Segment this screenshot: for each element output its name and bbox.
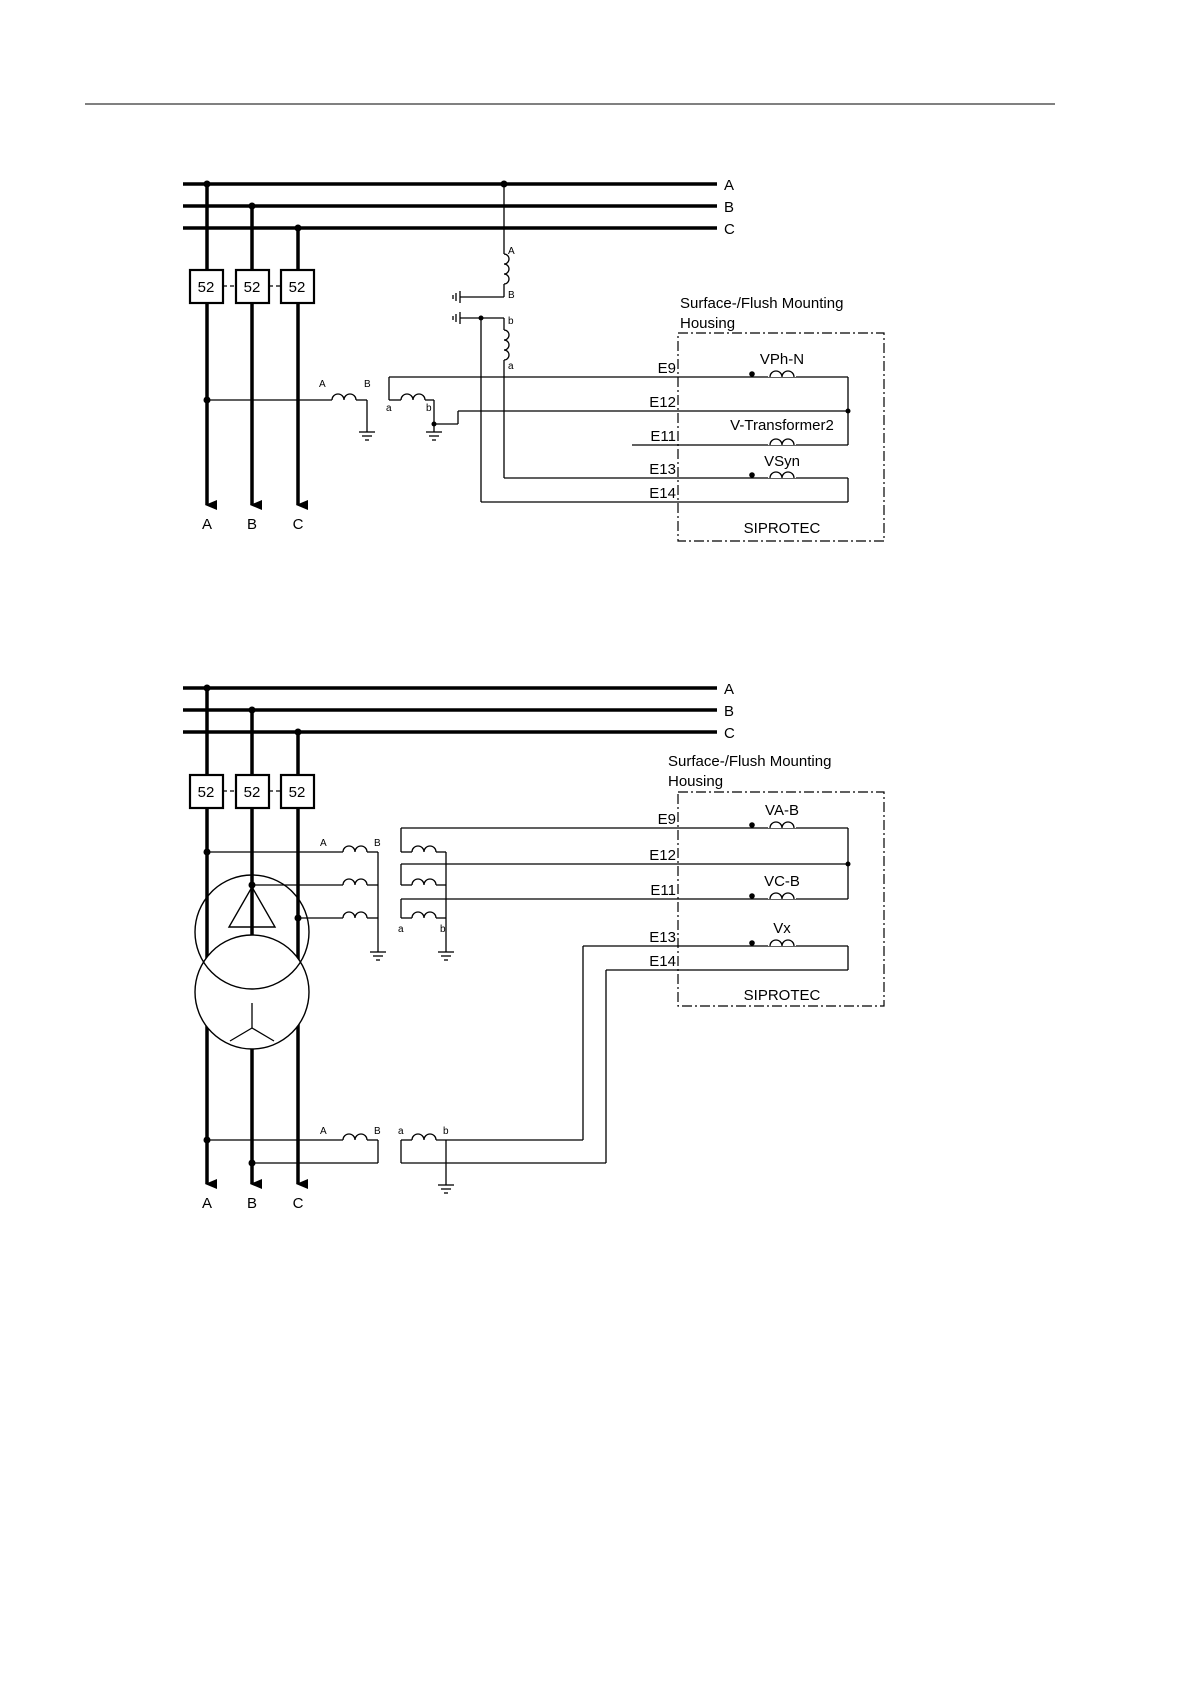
vt-terminal-label: b [508, 316, 514, 327]
vt-primary-coil [343, 1134, 367, 1140]
vt-terminal-label: a [398, 1126, 404, 1137]
vt-terminal-label: A [320, 838, 327, 849]
polarity-dot [749, 940, 755, 946]
bus-label-b: B [724, 703, 734, 720]
device-label: SIPROTEC [744, 520, 821, 537]
housing-label: Surface-/Flush Mounting [680, 295, 843, 312]
polarity-dot [749, 822, 755, 828]
junction-dot [249, 707, 256, 714]
winding-label: VC-B [764, 873, 800, 890]
breaker-label: 52 [198, 784, 215, 801]
breaker-label: 52 [244, 279, 261, 296]
terminal-e9: E9 [658, 360, 676, 377]
junction-dot [204, 181, 211, 188]
terminal-e12: E12 [649, 394, 676, 411]
terminal-e11: E11 [650, 882, 676, 899]
breaker-label: 52 [244, 784, 261, 801]
junction-dot [249, 203, 256, 210]
feeder-label-b: B [247, 516, 257, 533]
feeder-label-b: B [247, 1195, 257, 1212]
polarity-dot [749, 893, 755, 899]
terminal-e14: E14 [649, 953, 676, 970]
housing-label: Surface-/Flush Mounting [668, 753, 831, 770]
vt-primary-coil [343, 912, 367, 918]
vt-terminal-label: B [374, 1126, 381, 1137]
diagram-2: A B C 52 52 52 [183, 681, 884, 1212]
feeder-label-c: C [293, 516, 304, 533]
vt-terminal-label: B [364, 379, 371, 390]
vt-secondary-coil [412, 1134, 436, 1140]
vt-secondary-coil [412, 846, 436, 852]
winding-label: VPh-N [760, 351, 804, 368]
polarity-dot [749, 371, 755, 377]
vt-terminal-label: b [440, 924, 446, 935]
vt-terminal-label: a [398, 924, 404, 935]
winding-label: VA-B [765, 802, 799, 819]
vt-primary-coil [343, 846, 367, 852]
bus-label-c: C [724, 221, 735, 238]
junction-dot [204, 685, 211, 692]
bus-label-a: A [724, 177, 734, 194]
vt-terminal-label: B [374, 838, 381, 849]
feeder-label-a: A [202, 1195, 212, 1212]
vt-terminal-label: B [508, 290, 515, 301]
terminal-e13: E13 [649, 461, 676, 478]
junction-dot [295, 729, 302, 736]
vt-terminal-label: A [508, 246, 515, 257]
housing-label: Housing [668, 773, 723, 790]
vt-secondary-coil [504, 330, 509, 360]
vt-terminal-label: A [319, 379, 326, 390]
housing-label: Housing [680, 315, 735, 332]
vt-terminal-label: b [443, 1126, 449, 1137]
vt-secondary-coil [401, 394, 425, 400]
winding-label: Vx [773, 920, 791, 937]
breaker-label: 52 [289, 279, 306, 296]
terminal-e14: E14 [649, 485, 676, 502]
bus-label-c: C [724, 725, 735, 742]
vt-primary-coil [504, 254, 509, 284]
vt-secondary-coil [412, 879, 436, 885]
polarity-dot [749, 472, 755, 478]
bus-label-b: B [724, 199, 734, 216]
vt-secondary-coil [412, 912, 436, 918]
transformer-winding-lower [195, 935, 309, 1049]
diagram-1: A B C 52 52 52 A B C A [183, 177, 884, 541]
feeder-label-c: C [293, 1195, 304, 1212]
device-label: SIPROTEC [744, 987, 821, 1004]
junction-dot [295, 225, 302, 232]
bus-label-a: A [724, 681, 734, 698]
vt-terminal-label: b [426, 403, 432, 414]
junction-dot [846, 862, 851, 867]
vt-terminal-label: A [320, 1126, 327, 1137]
terminal-e9: E9 [658, 811, 676, 828]
feeder-label-a: A [202, 516, 212, 533]
winding-label: V-Transformer2 [730, 417, 834, 434]
junction-dot [846, 409, 851, 414]
winding-label: VSyn [764, 453, 800, 470]
vt-primary-coil [332, 394, 356, 400]
breaker-label: 52 [198, 279, 215, 296]
vt-terminal-label: a [386, 403, 392, 414]
terminal-e11: E11 [650, 428, 676, 445]
terminal-e12: E12 [649, 847, 676, 864]
breaker-label: 52 [289, 784, 306, 801]
vt-primary-coil [343, 879, 367, 885]
vt-terminal-label: a [508, 361, 514, 372]
terminal-e13: E13 [649, 929, 676, 946]
